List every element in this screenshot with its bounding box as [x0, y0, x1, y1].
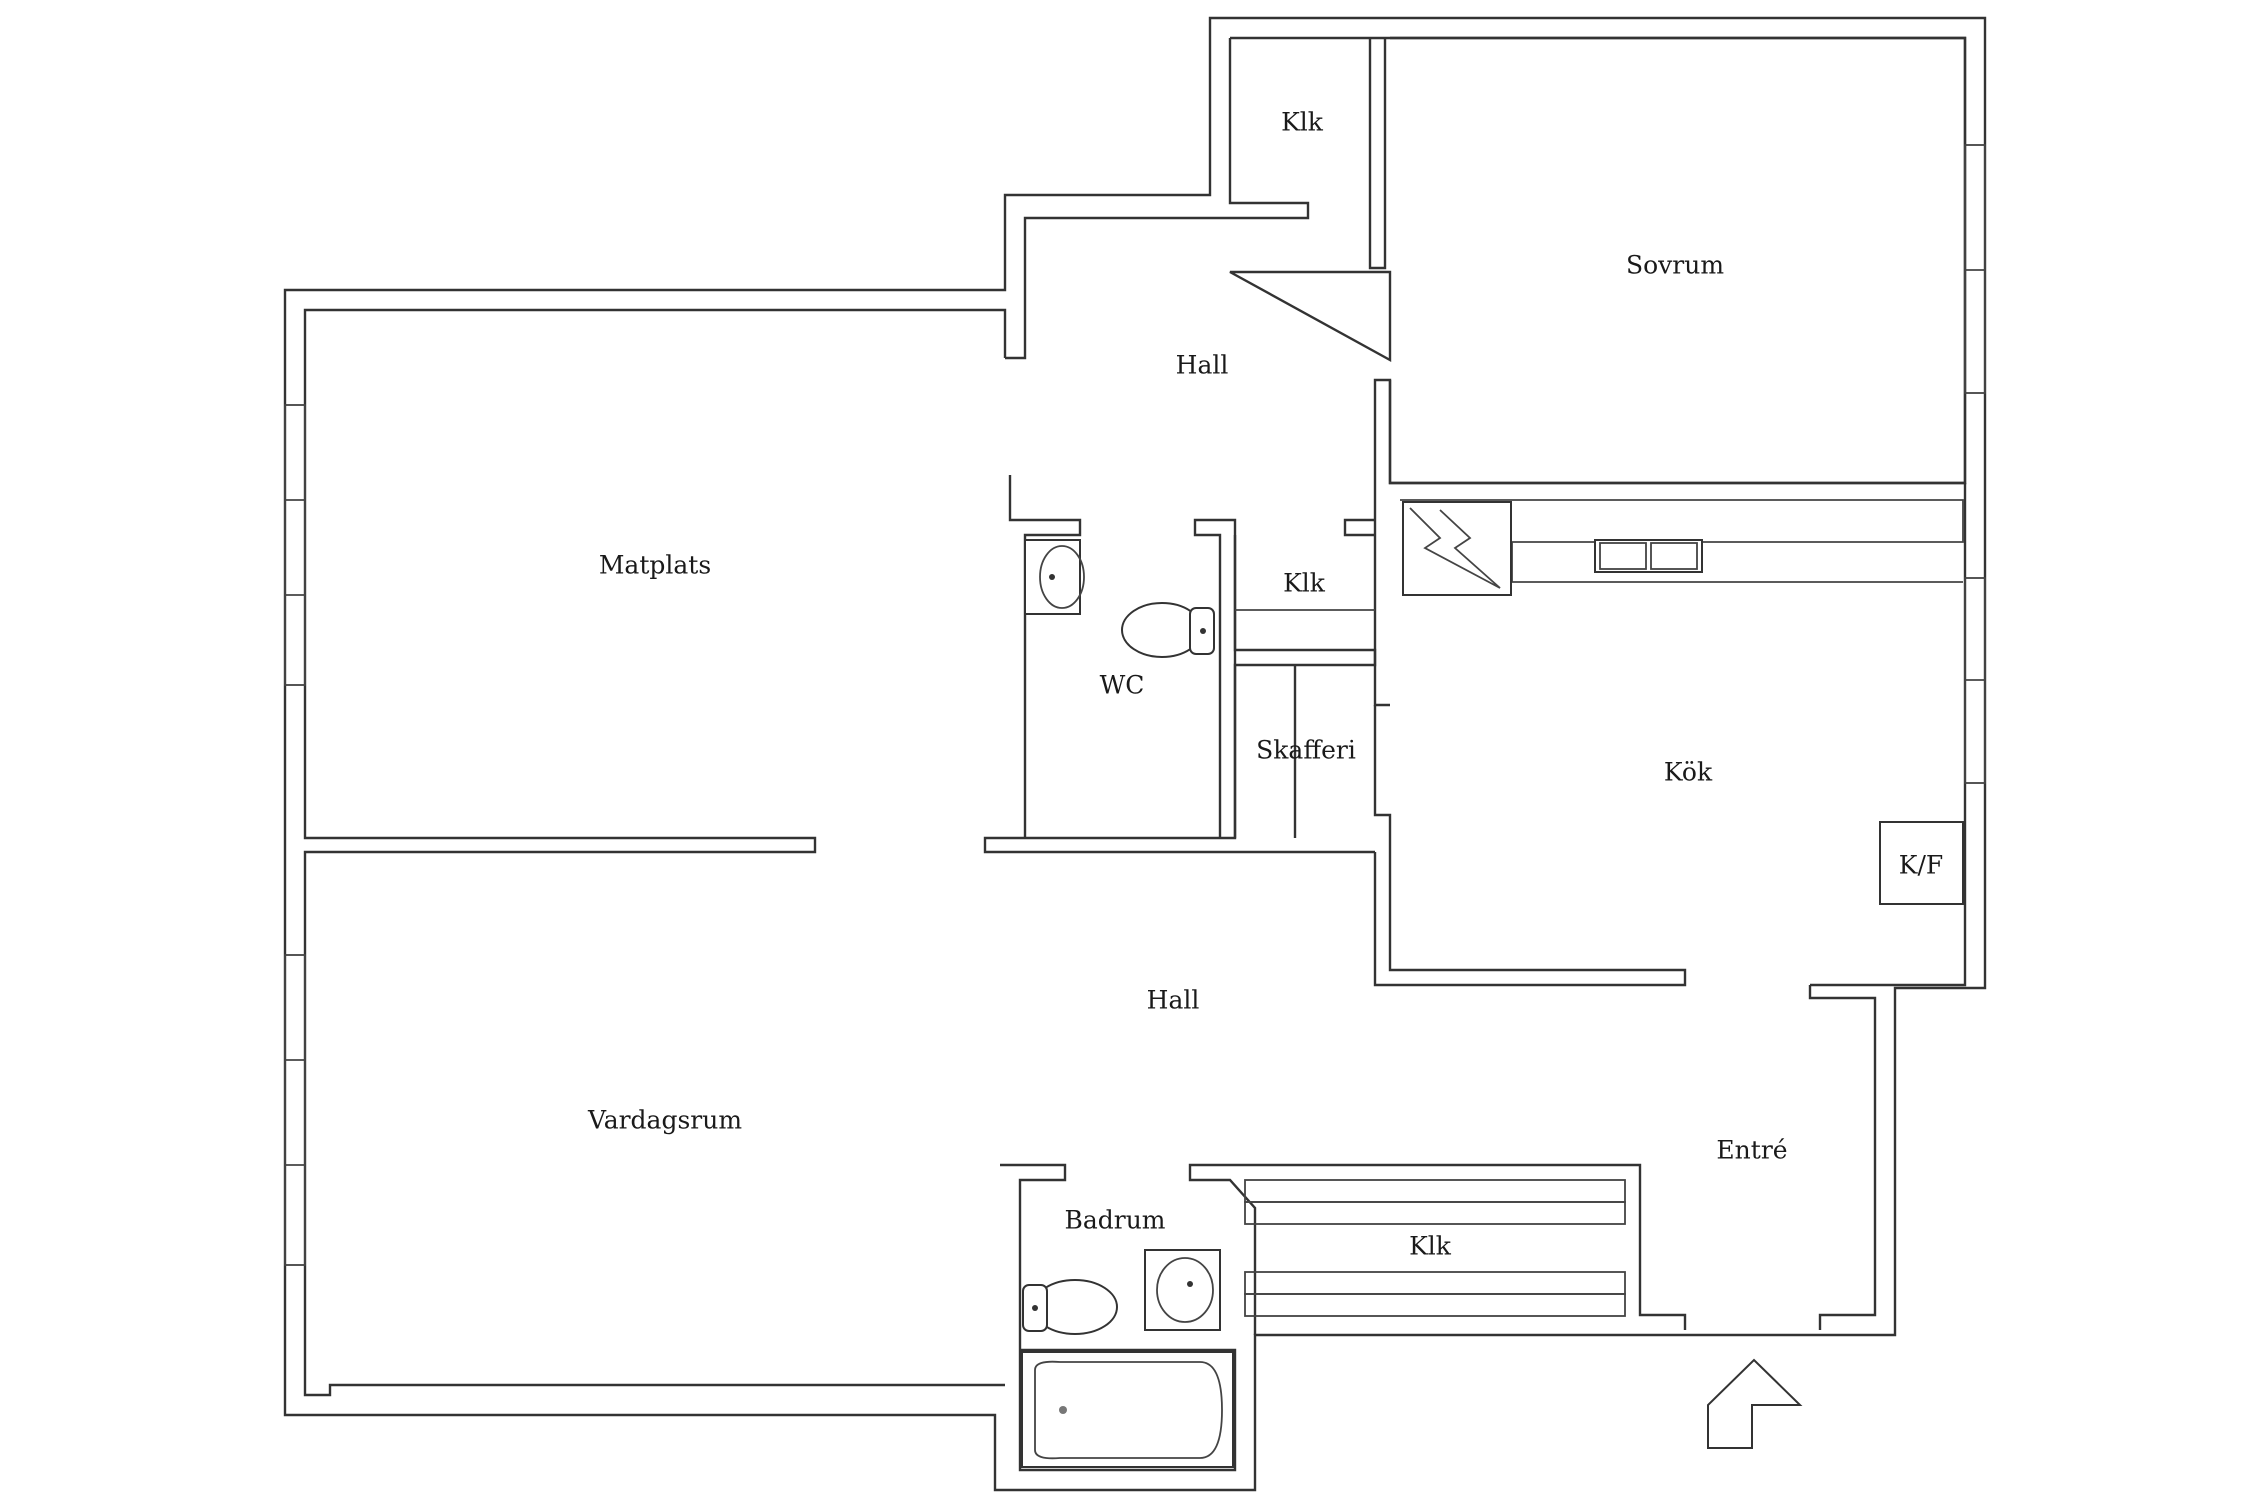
windows-right [1964, 144, 1986, 784]
room-label-hall-upper: Hall [1175, 350, 1229, 380]
double-sink-icon [1594, 539, 1703, 573]
room-label-hall-lower: Hall [1146, 985, 1200, 1015]
kitchen-counter [1400, 499, 1964, 583]
bath-toilet-icon [1022, 1279, 1118, 1335]
room-label-badrum: Badrum [1064, 1205, 1166, 1235]
entry-walls [1188, 985, 1877, 1335]
inner-wall-outline [1229, 36, 1967, 485]
fridge-box [1879, 821, 1964, 905]
dining-walls [303, 308, 1007, 1397]
room-label-kok: Kök [1663, 757, 1713, 787]
windows-left [284, 404, 306, 1266]
room-label-skafferi: Skafferi [1256, 735, 1356, 765]
room-label-kf: K/F [1898, 850, 1944, 880]
shelf-bottom-1 [1244, 1271, 1626, 1295]
stove-symbol [1409, 507, 1501, 589]
wc-sink-icon [1024, 539, 1085, 615]
room-label-wc: WC [1099, 670, 1145, 700]
outer-wall [283, 16, 1987, 1492]
bathtub-icon [1021, 1351, 1234, 1468]
shelf-top-1 [1244, 1179, 1626, 1203]
closet-top-walls [1005, 38, 1387, 360]
shelf-top-2 [1244, 1201, 1626, 1225]
room-label-matplats: Matplats [598, 550, 712, 580]
stove-icon [1402, 501, 1512, 596]
room-label-sovrum: Sovrum [1625, 250, 1725, 280]
shelf-bottom-2 [1244, 1293, 1626, 1317]
room-label-klk-bottom: Klk [1409, 1231, 1451, 1261]
wc-toilet-icon [1121, 602, 1215, 658]
room-label-klk-mid: Klk [1283, 568, 1325, 598]
wc-walls [983, 475, 1375, 854]
room-label-klk-top: Klk [1281, 107, 1323, 137]
closet-mid-walls [1233, 518, 1377, 838]
room-label-vardagsrum: Vardagsrum [587, 1105, 743, 1135]
bathroom-walls [1000, 1163, 1237, 1472]
bedroom-walls [1373, 36, 1967, 707]
entrance-arrow-icon [1707, 1358, 1803, 1449]
room-label-entre: Entré [1716, 1135, 1788, 1165]
bath-sink-icon [1144, 1249, 1221, 1331]
